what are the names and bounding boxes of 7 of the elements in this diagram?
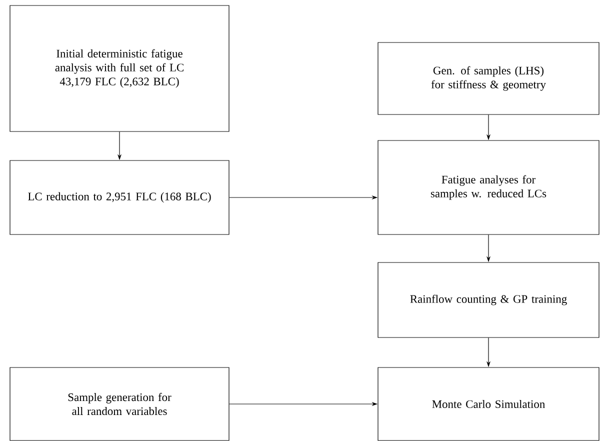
process-box: Sample generation for all random variables (10, 367, 230, 441)
process-box: LC reduction to 2,951 FLC (168 BLC) (10, 160, 230, 235)
process-box: Monte Carlo Simulation (378, 367, 600, 441)
process-box: Rainflow counting & GP training (378, 262, 600, 338)
process-box: Gen. of samples (LHS) for stiffness & geometry (378, 42, 600, 115)
process-box: Fatigue analyses for samples w. reduced LCs (378, 140, 600, 235)
process-box: Initial deterministic fatigue analysis with full set of LC 43,179 FLC (2,632 BLC) (10, 5, 230, 132)
